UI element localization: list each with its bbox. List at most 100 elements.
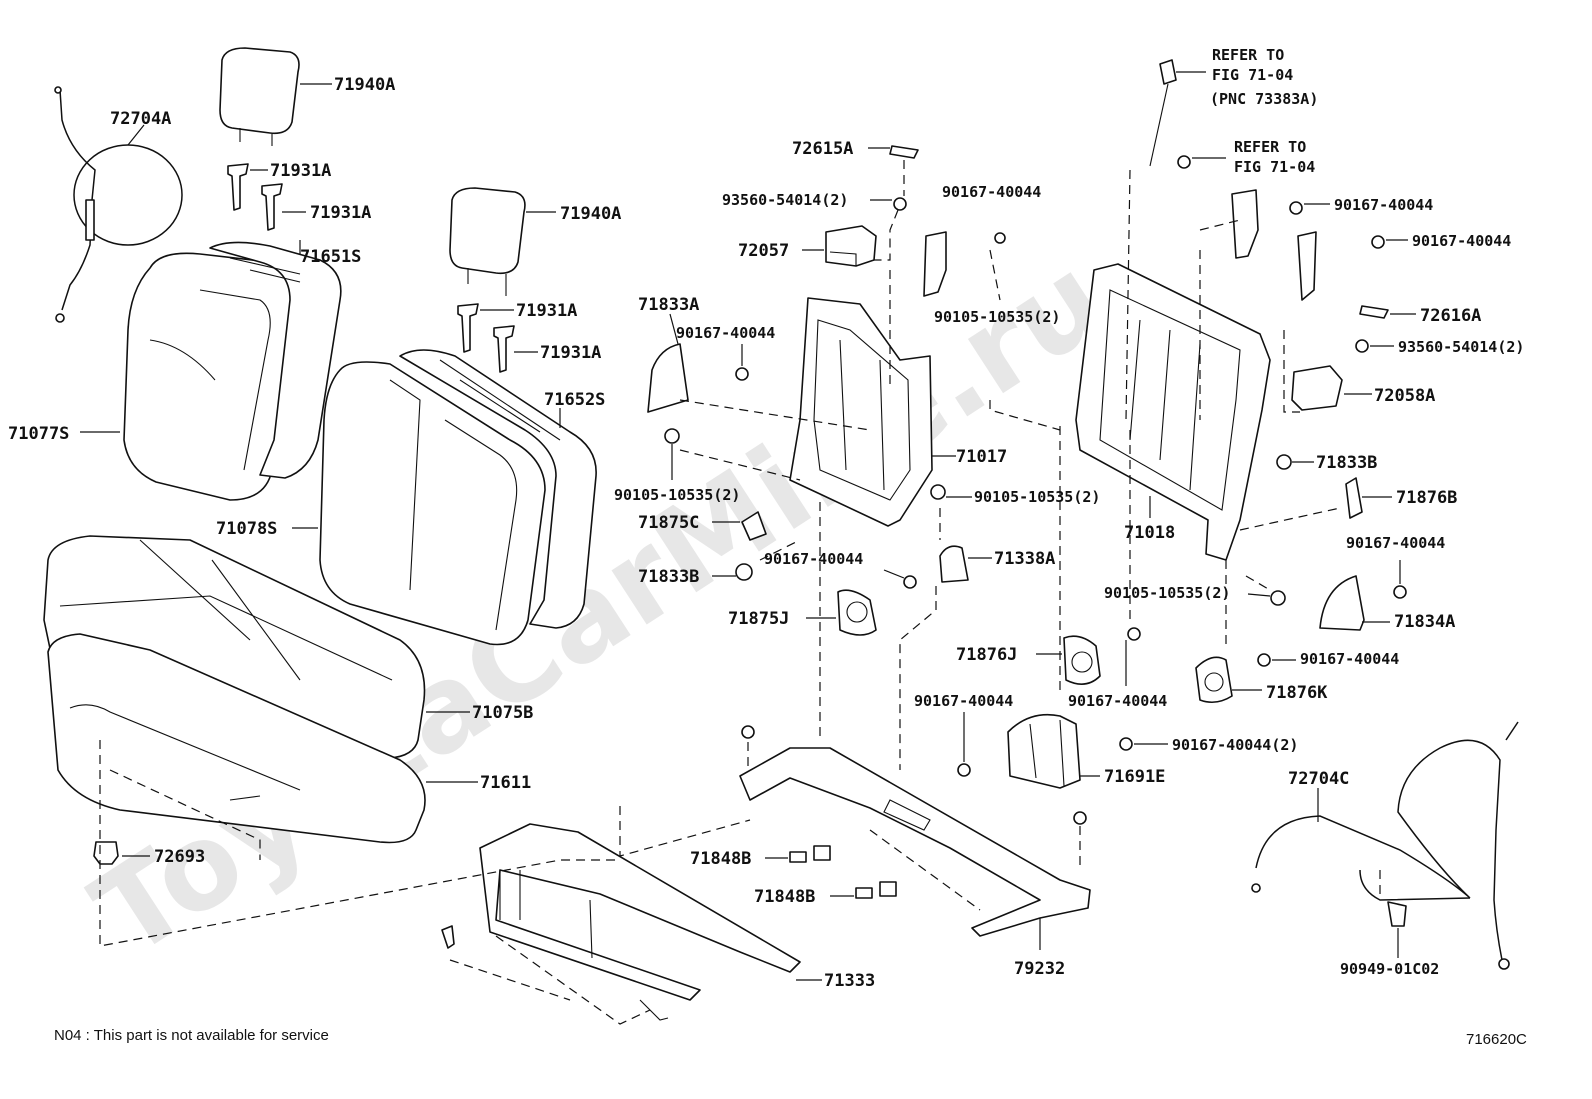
label-90167-8: 90167-40044 xyxy=(1412,232,1511,250)
label-90167-9: 90167-40044 xyxy=(1346,534,1445,552)
label-90105-2: 90105-10535(2) xyxy=(614,486,740,504)
label-71017: 71017 xyxy=(956,447,1007,467)
assembly-line-left-1 xyxy=(99,740,620,947)
cable-72704A xyxy=(54,86,183,323)
assembly-line-right-1 xyxy=(1125,169,1241,421)
label-90167-1: 90167-40044 xyxy=(942,183,1041,201)
assembly-line-left-4 xyxy=(495,935,651,1025)
hinge-bracket-right-b xyxy=(1297,231,1317,301)
assembly-line-center-9 xyxy=(869,829,981,911)
label-refer-1-line3: (PNC 73383A) xyxy=(1210,90,1318,108)
bolt-90167-right-c xyxy=(1393,560,1407,599)
label-refer-2-line1: REFER TO xyxy=(1234,138,1306,156)
label-72616A: 72616A xyxy=(1420,306,1481,326)
label-71652S: 71652S xyxy=(544,390,605,410)
footer-note: N04 : This part is not available for ser… xyxy=(54,1027,329,1044)
hinge-cover-71875J xyxy=(806,589,877,636)
label-71875C: 71875C xyxy=(638,513,699,533)
label-71075B: 71075B xyxy=(472,703,533,723)
label-71338A: 71338A xyxy=(994,549,1055,569)
assembly-line-left-3 xyxy=(619,806,751,857)
headrest-guide-71931A-c xyxy=(457,303,514,353)
label-90167-7: 90167-40044 xyxy=(1334,196,1433,214)
bracket-71876B xyxy=(1345,477,1392,519)
bolt-90105-center xyxy=(930,484,972,500)
bolt-90105-left xyxy=(664,428,680,480)
assembly-line-center-2 xyxy=(679,270,891,431)
seatback-71652S xyxy=(399,349,597,629)
bracket-71875C xyxy=(712,511,767,541)
assembly-line-left-2 xyxy=(109,769,261,860)
label-93560-right: 93560-54014(2) xyxy=(1398,338,1524,356)
label-71691E: 71691E xyxy=(1104,767,1165,787)
seatback-71651S xyxy=(209,240,342,479)
label-90105-1: 90105-10535(2) xyxy=(934,308,1060,326)
label-71848B-2: 71848B xyxy=(754,887,815,907)
part-labels: 72704A 71940A 71931A 71931A 71651S 71077… xyxy=(8,46,1524,991)
seatback-frame-71017 xyxy=(789,297,956,527)
cable-72704C xyxy=(1251,721,1519,970)
assembly-line-center-6 xyxy=(989,249,1061,431)
cover-72057 xyxy=(802,225,877,267)
label-71931A-1: 71931A xyxy=(270,161,331,181)
clip-71833B-right xyxy=(1276,454,1314,470)
assembly-line-center-8 xyxy=(1059,420,1131,690)
assembly-line-center-5 xyxy=(759,502,821,740)
figure-code: 716620C xyxy=(1466,1031,1527,1048)
label-90949: 90949-01C02 xyxy=(1340,960,1439,978)
headrest-71940A-middle xyxy=(449,187,556,296)
headrest-guide-71931A-a xyxy=(227,163,268,211)
label-90167-5: 90167-40044 xyxy=(1068,692,1167,710)
label-71876B: 71876B xyxy=(1396,488,1457,508)
label-71875J: 71875J xyxy=(728,609,789,629)
seatbelt-buckle-ref xyxy=(1149,59,1206,167)
label-72704C: 72704C xyxy=(1288,769,1349,789)
label-90105-3: 90105-10535(2) xyxy=(974,488,1100,506)
bolts-71848B xyxy=(765,845,897,899)
label-71876J: 71876J xyxy=(956,645,1017,665)
bolt-90167-right-a xyxy=(1289,201,1330,215)
label-71018: 71018 xyxy=(1124,523,1175,543)
seatback-71078S xyxy=(292,361,546,646)
hinge-cover-71876K xyxy=(1195,656,1262,704)
clip-72693 xyxy=(93,841,150,865)
tag-72615A xyxy=(868,145,919,159)
label-93560-left: 93560-54014(2) xyxy=(722,191,848,209)
label-71940A-top: 71940A xyxy=(334,75,395,95)
label-90167-2: 90167-40044 xyxy=(676,324,775,342)
label-90167-3: 90167-40044 xyxy=(764,550,863,568)
cover-71834A xyxy=(1319,575,1390,631)
seatback-71077S xyxy=(80,252,297,501)
label-79232: 79232 xyxy=(1014,959,1065,979)
bracket-79232 xyxy=(739,725,1091,950)
label-72615A: 72615A xyxy=(792,139,853,159)
seat-cushion-71611 xyxy=(47,633,478,844)
label-90167-4: 90167-40044 xyxy=(914,692,1013,710)
label-71077S: 71077S xyxy=(8,424,69,444)
label-72704A: 72704A xyxy=(110,109,171,129)
cover-71833A xyxy=(647,313,689,413)
cover-72058A xyxy=(1291,365,1372,411)
label-72693: 72693 xyxy=(154,847,205,867)
label-90167-10: 90167-40044 xyxy=(1300,650,1399,668)
label-71931A-2: 71931A xyxy=(310,203,371,223)
seat-frame-71333 xyxy=(441,823,822,1021)
assembly-line-right-2 xyxy=(1283,330,1300,413)
bolt-90167-center xyxy=(883,569,917,589)
assembly-line-center-3 xyxy=(679,449,801,481)
label-71931A-3: 71931A xyxy=(516,301,577,321)
label-71833B-right: 71833B xyxy=(1316,453,1377,473)
clamp-90949 xyxy=(1379,870,1407,958)
label-71848B-1: 71848B xyxy=(690,849,751,869)
screw-93560-left xyxy=(870,197,907,211)
tag-72616A xyxy=(1359,305,1416,319)
hinge-bracket-right-a xyxy=(1231,189,1259,259)
assembly-line-right-3 xyxy=(1225,507,1341,650)
bolt-refer-fig xyxy=(1177,155,1226,169)
clip-71833B-left xyxy=(712,563,753,581)
label-72057: 72057 xyxy=(738,241,789,261)
assembly-line-center-1 xyxy=(874,160,905,261)
bolt-90105-right xyxy=(1247,590,1286,606)
bolt-90167-lower-a xyxy=(1125,627,1141,686)
headrest-guide-71931A-b xyxy=(261,183,306,231)
